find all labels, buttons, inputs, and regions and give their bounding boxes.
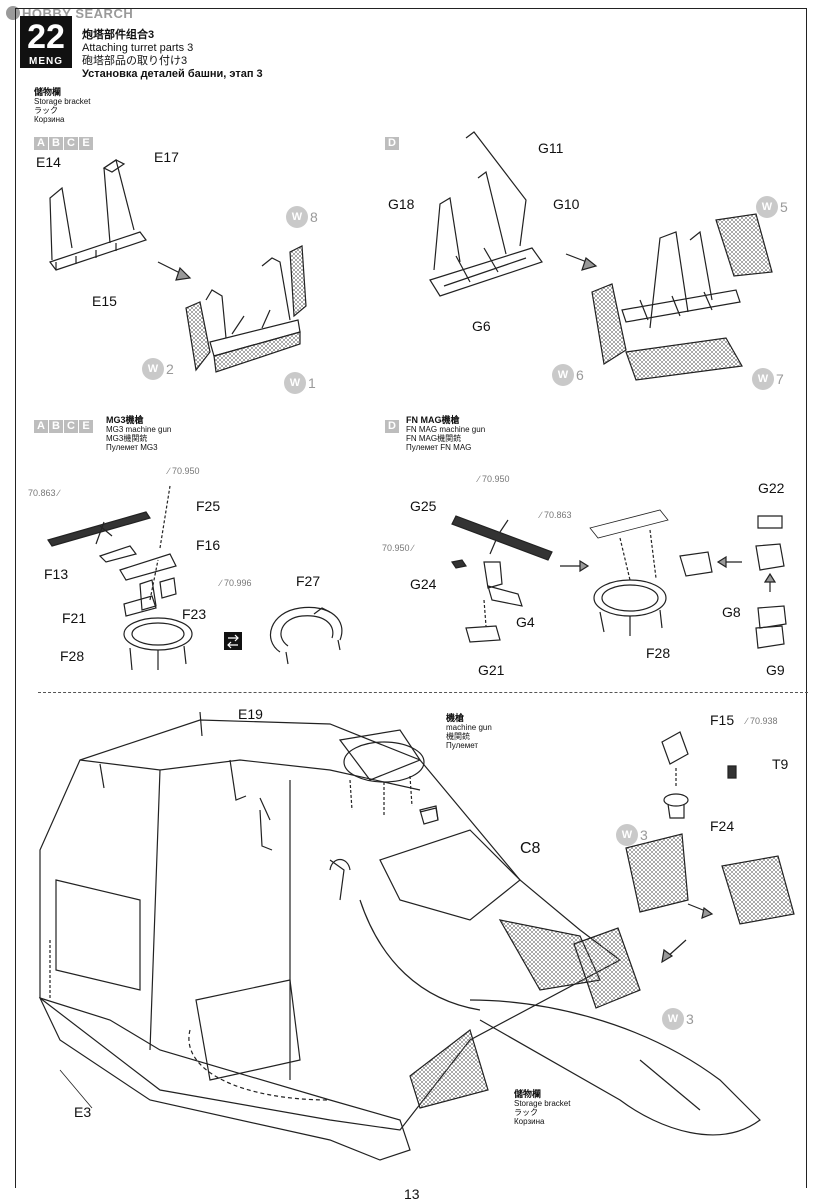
storage-bracket-d-assembled: [591, 213, 773, 381]
assembly-arrow-1-head: [175, 266, 192, 281]
storage-bracket-caption-top: 儲物欄 Storage bracket ラック Корзина: [34, 87, 91, 125]
c8-handles: [329, 807, 439, 871]
label-g18: G18: [388, 196, 415, 212]
w-badge-icon: W: [286, 206, 308, 228]
fnmag-mount-assembled: [589, 509, 713, 636]
label-f25: F25: [196, 498, 221, 514]
e3-leader: [59, 1069, 93, 1109]
title-japanese: 砲塔部品の取り付け3: [82, 55, 188, 67]
label-t9: T9: [772, 756, 789, 772]
storage-bracket-caption-bottom: 儲物欄 Storage bracket ラック Корзина: [514, 1089, 571, 1127]
label-g6: G6: [472, 318, 491, 334]
mg3-caption: MG3機槍 MG3 machine gun MG3機関銃 Пулемет MG3: [106, 415, 172, 453]
label-e14: E14: [36, 154, 61, 170]
step-number: 22: [27, 18, 65, 56]
paint-code-2: 70.863 ∕: [28, 488, 60, 498]
w-badge-icon: W: [752, 368, 774, 390]
label-f28-fnmag: F28: [646, 645, 671, 661]
page-frame: [15, 8, 807, 1188]
section-divider: [38, 692, 808, 693]
w-badge-icon: W: [552, 364, 574, 386]
label-g21: G21: [478, 662, 505, 678]
fnmag-caption: FN MAG機槍 FN MAG machine gun FN MAG機関銃 Пу…: [406, 415, 486, 453]
paint-code-5: ∕ 70.863: [540, 510, 572, 520]
variant-badge-d-top: D: [385, 133, 400, 151]
label-g24: G24: [410, 576, 437, 592]
w-badge-icon: W: [662, 1008, 684, 1030]
label-g8: G8: [722, 604, 741, 620]
assembly-arrow-3-head: [579, 559, 590, 573]
label-e15: E15: [92, 293, 117, 309]
paint-code-7: ∕ 70.938: [746, 716, 778, 726]
step-number-box: 22 MENG: [20, 16, 72, 68]
watermark-logo-icon: [6, 6, 20, 20]
label-g25: G25: [410, 498, 437, 514]
mg3-assembly: [47, 485, 193, 671]
w-badge-icon: W: [142, 358, 164, 380]
paint-brush-icon: ∕: [540, 510, 542, 520]
variant-badge-d-mid: D: [385, 416, 400, 434]
paint-brush-icon: ∕: [168, 466, 170, 476]
storage-bracket-d-parts: [429, 131, 543, 297]
label-f16: F16: [196, 537, 221, 553]
f15-t9-f24-parts: [661, 731, 737, 819]
storage-bracket-abce-parts: [49, 159, 147, 271]
assembly-arrow-2-head: [581, 256, 598, 271]
fnmag-assembly: [451, 515, 553, 643]
label-f23: F23: [182, 606, 207, 622]
assembly-arrow-5-head: [763, 572, 777, 583]
paint-brush-icon: ∕: [746, 716, 748, 726]
paint-brush-icon: ∕: [478, 474, 480, 484]
title-english: Attaching turret parts 3: [82, 42, 194, 54]
paint-brush-icon: ∕: [58, 488, 60, 498]
w-badge-icon: W: [284, 372, 306, 394]
label-e19: E19: [238, 706, 263, 722]
title-chinese: 炮塔部件组合3: [82, 29, 155, 41]
ammo-box-parts: [755, 515, 787, 649]
label-f24: F24: [710, 818, 735, 834]
label-e3: E3: [74, 1104, 92, 1120]
label-g11: G11: [538, 140, 564, 156]
mg-main-caption: 機槍 machine gun 機関銃 Пулемет: [446, 713, 492, 751]
paint-brush-icon: ∕: [220, 578, 222, 588]
label-c8: C8: [520, 840, 541, 857]
label-f21: F21: [62, 610, 87, 626]
label-f13: F13: [44, 566, 69, 582]
label-g10: G10: [553, 196, 580, 212]
label-f28-mg3: F28: [60, 648, 85, 664]
brand-logo: MENG: [20, 56, 72, 68]
paint-code-3: ∕ 70.996: [220, 578, 252, 588]
paint-code-4: ∕ 70.950: [478, 474, 510, 484]
step-titles: 炮塔部件组合3 Attaching turret parts 3 砲塔部品の取り…: [82, 29, 263, 81]
page-number: 13: [404, 1186, 420, 1202]
w-badge-icon: W: [756, 196, 778, 218]
label-g22: G22: [758, 480, 785, 496]
storage-bracket-abce-assembled: [185, 245, 307, 373]
paint-code-6: 70.950 ∕: [382, 543, 414, 553]
label-f15: F15: [710, 712, 735, 728]
turret-main: [38, 711, 761, 1161]
label-g4: G4: [516, 614, 535, 630]
paint-brush-icon: ∕: [412, 543, 414, 553]
title-russian: Установка деталей башни, этап 3: [82, 68, 263, 80]
paint-code-1: ∕ 70.950: [168, 466, 200, 476]
label-e17: E17: [154, 149, 179, 165]
assembly-arrow-4-head: [716, 555, 727, 569]
swap-icon: [224, 632, 242, 650]
mesh-screens: [625, 833, 795, 964]
w-badge-icon: W: [616, 824, 638, 846]
label-f27: F27: [296, 573, 321, 589]
f27-ring: [270, 606, 343, 665]
label-g9: G9: [766, 662, 785, 678]
